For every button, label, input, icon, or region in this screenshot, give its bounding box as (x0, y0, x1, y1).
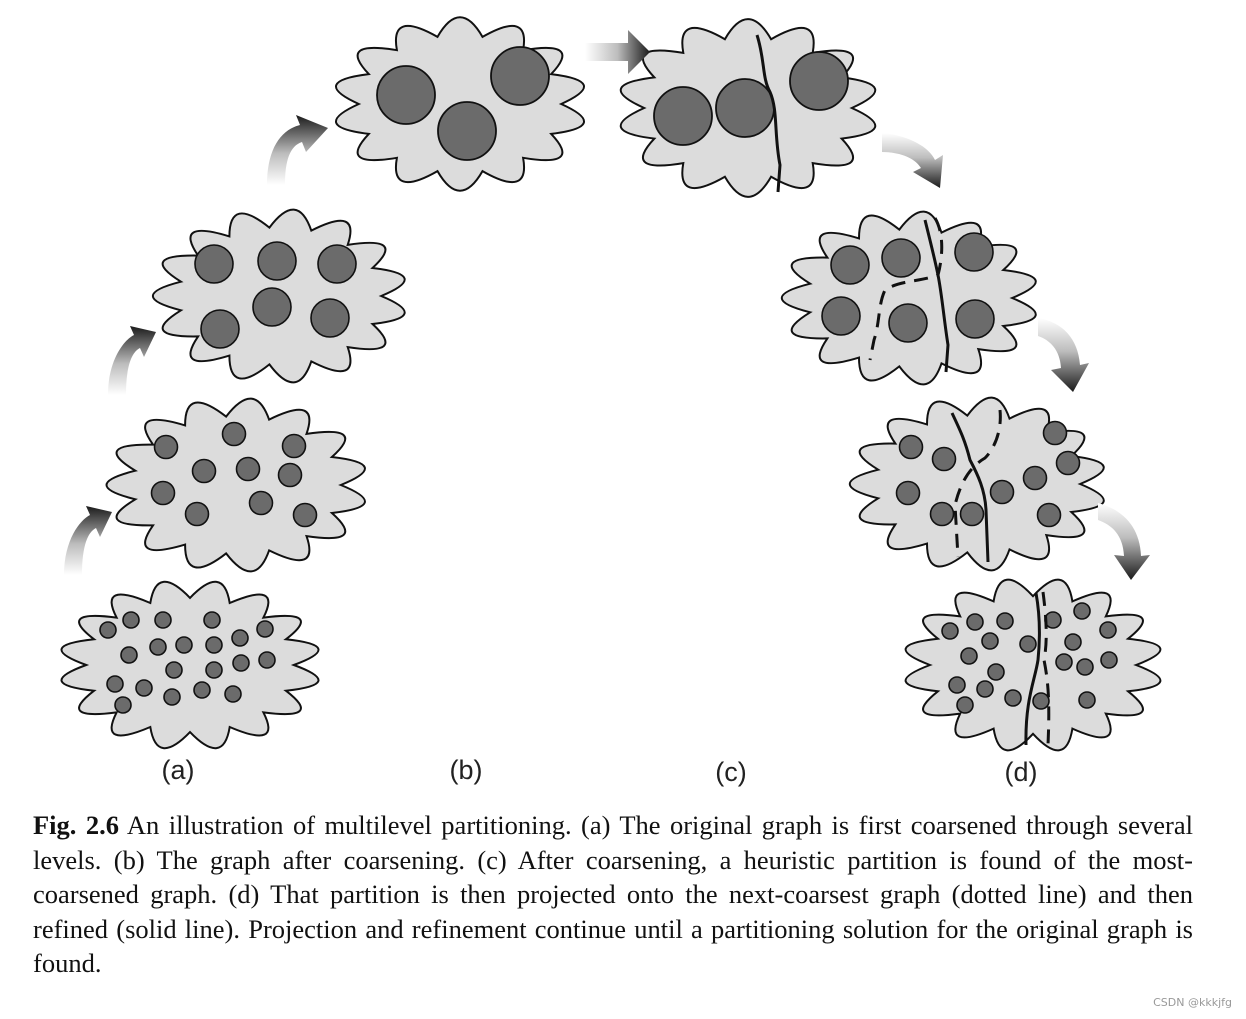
caption-text: An illustration of multilevel partitioni… (33, 810, 1193, 978)
solid-partition-d3 (1024, 592, 1041, 746)
solid-partition-c (755, 34, 782, 193)
dashed-partition-d2 (953, 409, 1002, 558)
nodes-coarsest (376, 46, 550, 161)
cloud-projected-3 (904, 578, 1162, 752)
nodes-level-2 (194, 241, 357, 349)
label-a: (a) (162, 755, 195, 785)
curved-arrow-icon (1098, 503, 1150, 580)
cloud-outline (904, 578, 1162, 752)
label-c: (c) (715, 757, 746, 787)
nodes-projected-3 (941, 602, 1118, 714)
cloud-outline (780, 210, 1037, 386)
nodes-level-1 (150, 421, 318, 528)
nodes-original-graph (99, 611, 276, 714)
curved-arrow-icon (882, 133, 943, 188)
curved-arrow-icon (267, 115, 328, 185)
watermark: CSDN @kkkjfg (1153, 996, 1232, 1009)
nodes-projected-1 (821, 232, 995, 343)
figure-label: Fig. 2.6 (33, 810, 119, 840)
curved-arrow-icon (1038, 318, 1089, 392)
dashed-partition-d1 (868, 217, 944, 361)
curved-arrow-icon (64, 506, 112, 575)
multilevel-partitioning-diagram: (a) (b) (c) (d) (60, 16, 1162, 787)
curved-arrow-icon (108, 326, 156, 395)
nodes-partitioned (653, 51, 849, 146)
cloud-original-graph (60, 580, 320, 750)
cloud-outline (60, 580, 320, 750)
label-d: (d) (1005, 757, 1038, 787)
curved-arrow-icon (585, 30, 650, 74)
solid-partition-d2 (950, 412, 990, 563)
figure-caption: Fig. 2.6 An illustration of multilevel p… (33, 808, 1193, 981)
arrows (64, 30, 1150, 580)
cloud-projected-1 (780, 210, 1037, 386)
cloud-projected-2 (848, 396, 1105, 572)
nodes-projected-2 (895, 420, 1081, 528)
cloud-outline (848, 396, 1105, 572)
dashed-partition-d3 (1041, 591, 1051, 746)
label-b: (b) (450, 755, 483, 785)
partition-lines (755, 34, 1051, 746)
